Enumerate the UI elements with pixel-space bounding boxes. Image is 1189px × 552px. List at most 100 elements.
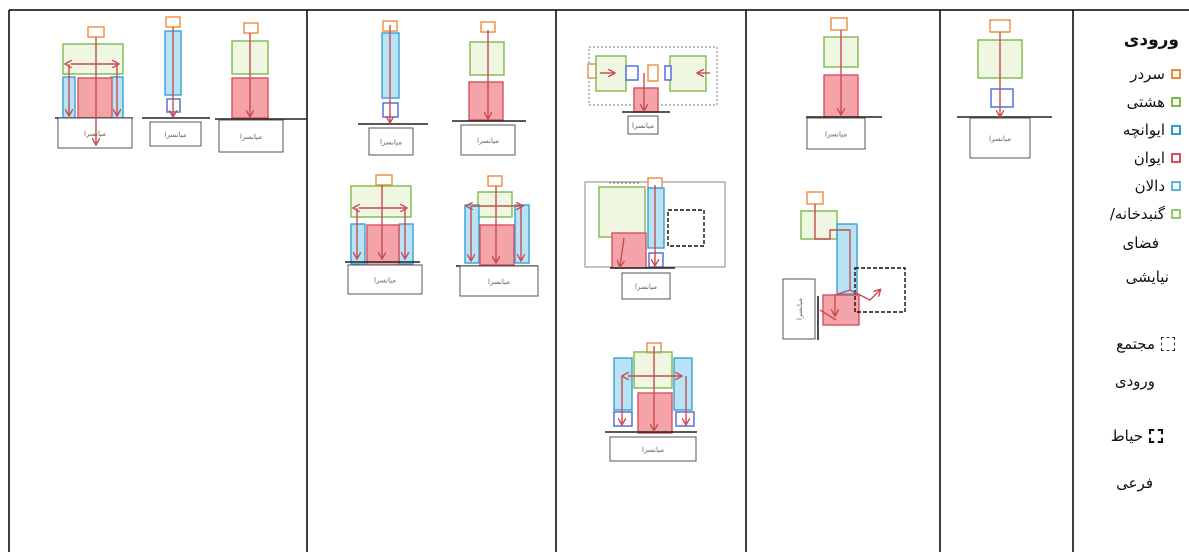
legend-label-entry-complex: مجتمع — [1116, 335, 1155, 353]
courtyard-box — [347, 264, 423, 295]
legend-label-sub-yard: حیاط — [1110, 427, 1143, 445]
courtyard-box — [368, 127, 414, 156]
dalan-box — [514, 204, 530, 264]
legend-label-ivanche: ایوانچه — [1122, 121, 1165, 139]
courtyard-box — [806, 117, 866, 150]
legend-item-sardar: سردر — [1130, 64, 1181, 84]
hashti-box — [350, 185, 412, 218]
typology-figures: میانسرا میانسرا میانسرا میانسرا میانسرا میانس… — [55, 16, 1052, 462]
courtyard-label: میانسرا — [374, 277, 396, 285]
dalan-box — [613, 357, 633, 411]
flow-arrow — [620, 237, 624, 266]
divider — [609, 181, 641, 184]
courtyard-box — [782, 278, 816, 340]
legend-item-entry-complex: مجتمع — [1116, 334, 1181, 354]
sardar-box — [830, 17, 848, 31]
hashti-box — [598, 186, 646, 238]
legend-label-dome: گنبدخانه/ — [1109, 205, 1165, 223]
legend-label-hashti: هشتی — [1126, 93, 1165, 111]
legend-item-dalan: دالان — [1135, 176, 1181, 196]
flow-arrow — [849, 290, 880, 301]
flow-arrow — [814, 204, 851, 315]
sardar-box — [243, 22, 259, 34]
sardar-box — [647, 64, 659, 82]
legend-label-ivan: ایوان — [1133, 149, 1165, 167]
ivanche-box — [675, 411, 695, 427]
legend-swatch-ivanche — [1171, 125, 1181, 135]
sub-yard-box — [854, 267, 906, 313]
courtyard-label: میانسرا — [380, 139, 402, 147]
ivanche-box — [990, 88, 1014, 108]
legend-item-dome: گنبدخانه/ — [1110, 204, 1181, 224]
sardar-box — [165, 16, 181, 28]
courtyard-box — [609, 436, 697, 462]
dalan-box — [647, 187, 665, 249]
ivan-box — [633, 87, 659, 113]
legend-item-ivan: ایوان — [1134, 148, 1181, 168]
courtyard-box — [621, 272, 671, 300]
legend-label-dalan: دالان — [1134, 177, 1165, 195]
legend-title: ورودی — [1123, 30, 1179, 50]
sardar-box — [87, 26, 105, 38]
courtyard-box — [460, 124, 516, 156]
courtyard-box — [218, 119, 284, 153]
legend-swatch-dalan — [1171, 181, 1181, 191]
courtyard-box — [149, 121, 202, 147]
legend-item-hashti: هشتی — [1127, 92, 1181, 112]
legend-swatch-entry-complex — [1161, 337, 1175, 351]
courtyard-label: میانسرا — [488, 278, 510, 286]
courtyard-box — [969, 117, 1031, 159]
ivanche-box — [625, 65, 639, 81]
ivan-box — [479, 224, 515, 266]
sub-yard-box — [667, 209, 705, 247]
courtyard-box — [627, 115, 659, 135]
ivanche-box — [664, 65, 672, 81]
courtyard-label: میانسرا — [84, 130, 106, 138]
sardar-box — [487, 175, 503, 187]
courtyard-label: میانسرا — [989, 135, 1011, 143]
courtyard-label: میانسرا — [635, 283, 657, 291]
legend-dome-line2: فضای — [1122, 234, 1160, 252]
hashti-box — [477, 191, 513, 218]
table-frame — [8, 9, 1189, 552]
dalan-box — [398, 223, 414, 265]
ivan-box — [366, 224, 400, 266]
legend-item-ivanche: ایوانچه — [1123, 120, 1181, 140]
sardar-box — [587, 63, 597, 79]
hashti-box — [633, 351, 673, 389]
dalan-box — [464, 204, 480, 264]
ivan-box — [822, 294, 860, 326]
ivanche-box — [648, 252, 664, 268]
legend-entry-complex-line2: ورودی — [1114, 372, 1155, 390]
legend-sub-yard-line2: فرعی — [1116, 474, 1153, 492]
courtyard-label: میانسرا — [240, 133, 262, 141]
ivan-box — [468, 81, 504, 121]
legend-swatch-sardar — [1171, 69, 1181, 79]
courtyard-label: میانسرا — [632, 122, 654, 130]
courtyard-label: میانسرا — [642, 446, 664, 454]
sardar-box — [989, 19, 1011, 33]
ivan-box — [77, 77, 113, 119]
hashti-box — [62, 43, 124, 75]
sardar-box — [806, 191, 824, 205]
dalan-box — [673, 357, 693, 411]
dalan-box — [350, 223, 366, 265]
hashti-box — [469, 41, 505, 76]
ivan-box — [637, 392, 673, 434]
dalan-box — [836, 223, 858, 295]
ivan-box — [611, 232, 647, 269]
hashti-box — [800, 210, 838, 240]
legend-label-sardar: سردر — [1130, 65, 1165, 83]
courtyard-box — [459, 265, 539, 297]
legend: ورودی سردر هشتی ایوانچه ایوان دالان گنبد… — [1072, 0, 1189, 552]
ivanche-box — [613, 411, 633, 427]
courtyard-label: میانسرا — [477, 137, 499, 145]
sardar-box — [375, 174, 393, 186]
legend-swatch-hashti — [1171, 97, 1181, 107]
flow-arrow — [819, 309, 837, 321]
legend-dome-line3: نیایشی — [1125, 268, 1169, 286]
courtyard-label: میانسرا — [825, 131, 847, 139]
courtyard-label: میانسرا — [796, 298, 804, 320]
legend-swatch-ivan — [1171, 153, 1181, 163]
